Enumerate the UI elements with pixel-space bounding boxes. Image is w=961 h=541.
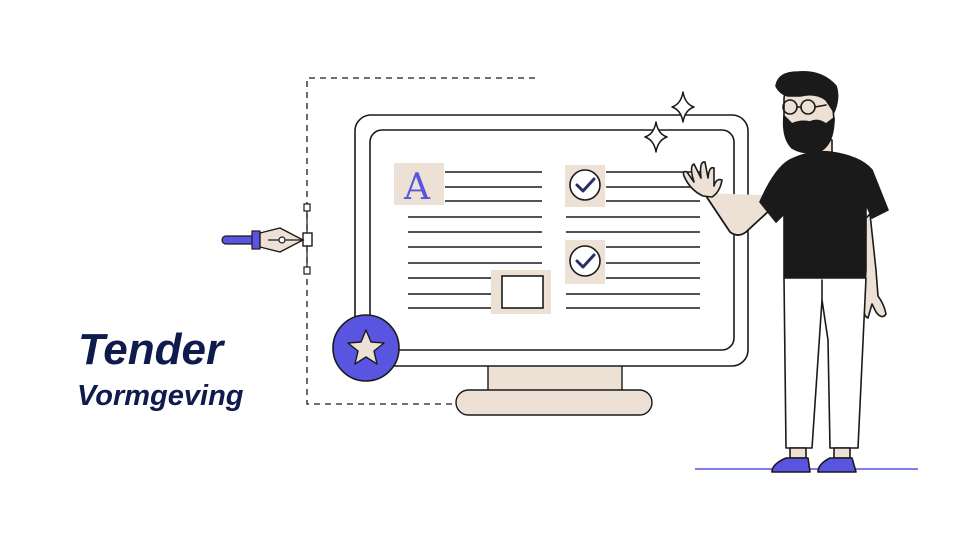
checkmark-icon [565, 240, 605, 284]
checkmark-icon [565, 165, 605, 207]
sparkle-icon [644, 91, 695, 153]
text-lines-right [566, 171, 700, 309]
pen-tool-icon [221, 203, 313, 275]
star-icon [332, 314, 400, 382]
page-title: Tender [78, 325, 224, 374]
image-placeholder-block [491, 270, 551, 314]
text-glyph-icon: A [394, 163, 444, 208]
text-lines-left [408, 171, 542, 309]
page-subtitle: Vormgeving [77, 380, 244, 412]
glyph-letter: A [403, 167, 431, 208]
monitor-stand [455, 359, 653, 416]
monitor [354, 114, 749, 367]
presenter-person [682, 70, 889, 473]
